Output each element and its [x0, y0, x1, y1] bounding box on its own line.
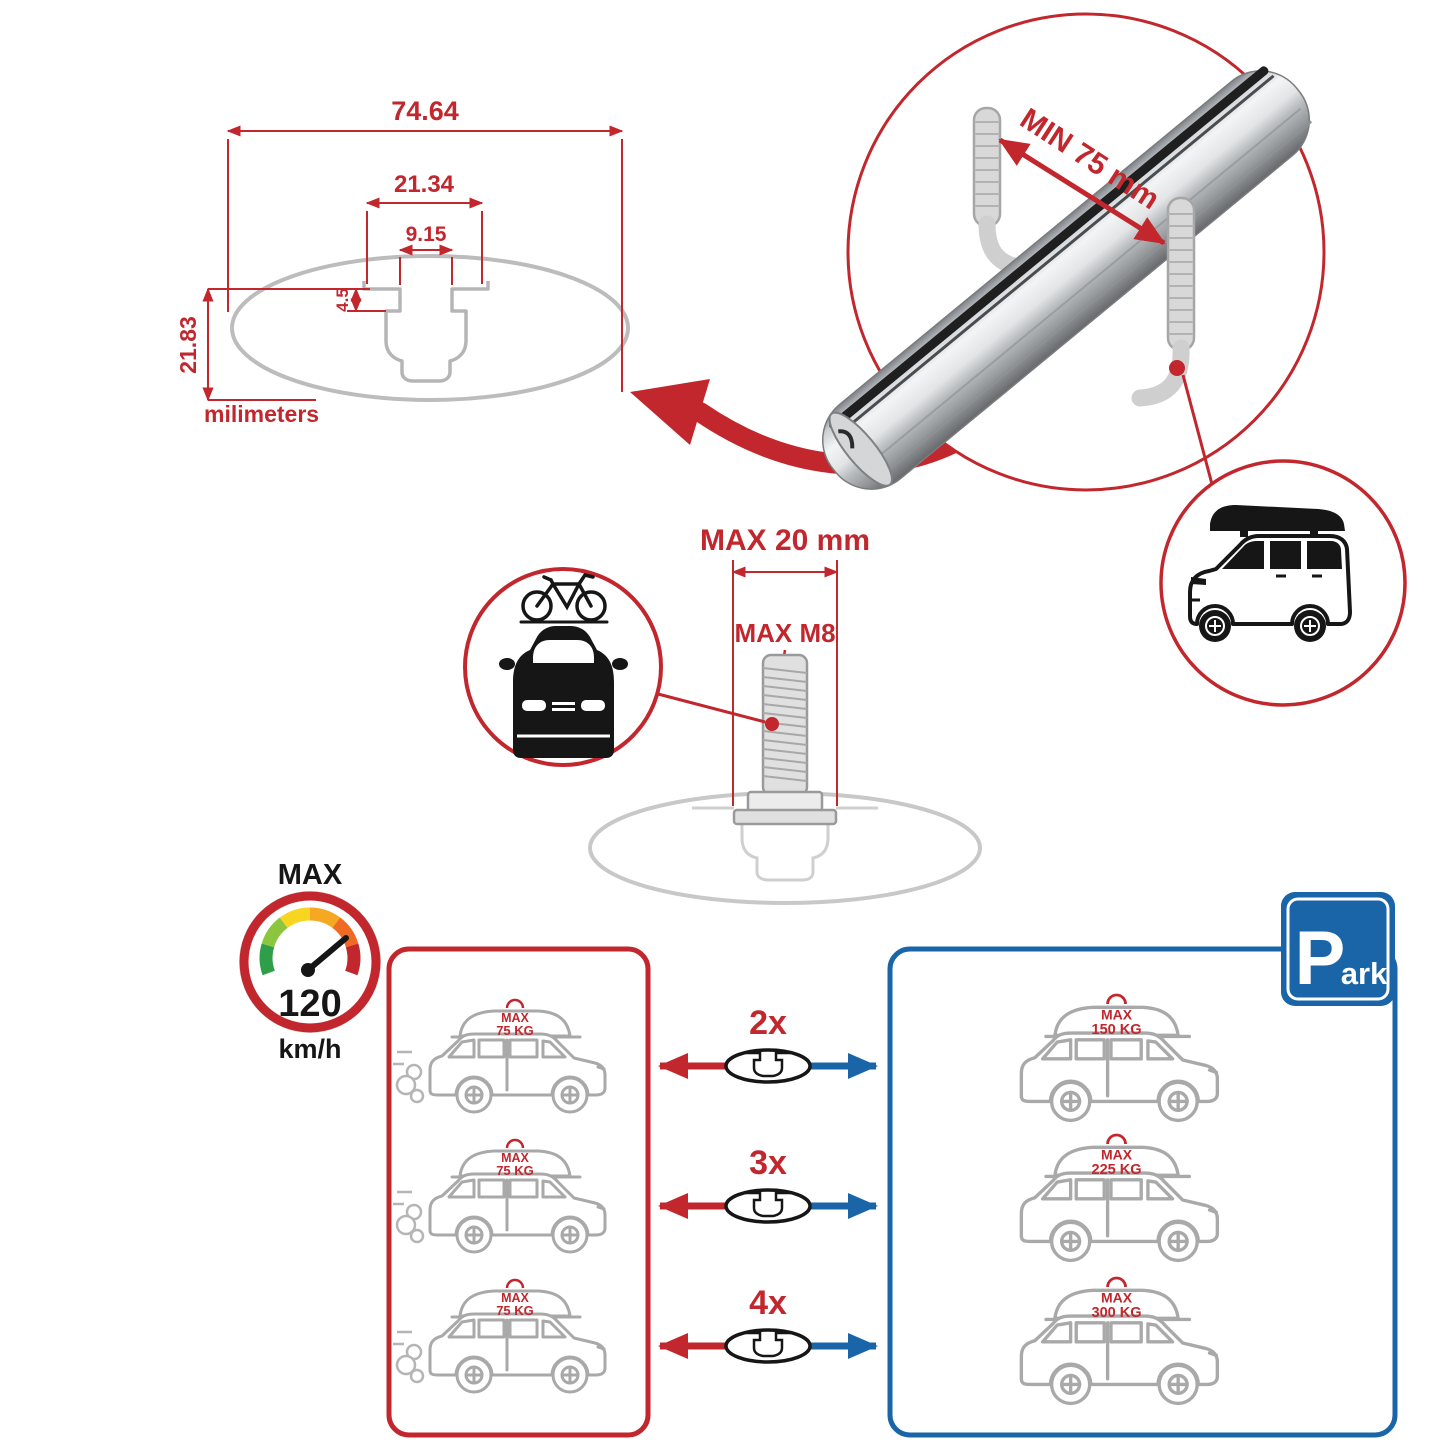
- tag-loop-icon: [505, 1278, 525, 1289]
- units-label: milimeters: [204, 401, 319, 427]
- car-row-parked-1: MAX 150 KG: [1019, 993, 1220, 1123]
- speed-value: 120: [278, 983, 341, 1025]
- clamp-hook-rear-icon: [972, 106, 1035, 277]
- tag-loop-icon: [1106, 1133, 1127, 1145]
- bolt-diagram: MAX 20 mm MAX M8: [588, 524, 982, 905]
- dim-extension-lines: [208, 288, 362, 401]
- bar-closeup: MIN 75 mm: [821, 12, 1326, 492]
- speed-max-label: MAX: [278, 859, 343, 891]
- crossbar-section-slot: [744, 1331, 792, 1358]
- callout-line: [657, 692, 766, 724]
- profile-dimension-diagram: 74.64 21.34 9.15 4.5 21.83 milimeters: [175, 96, 630, 427]
- roof-load-kg: 75 KG: [496, 1023, 534, 1038]
- callout-dot: [765, 717, 779, 731]
- roof-load-max: MAX: [501, 1011, 529, 1025]
- dim-extension-lines: [366, 211, 483, 284]
- tag-loop-icon: [505, 998, 525, 1009]
- roof-load-kg: 150 KG: [1091, 1022, 1141, 1038]
- dim-extension-lines: [732, 560, 838, 806]
- profile-channel: [362, 281, 490, 383]
- park-sign-ark: ark: [1341, 956, 1388, 991]
- dim-extension-lines: [227, 139, 623, 392]
- crossbar-section-icon: [724, 1188, 812, 1224]
- dim-total-height-label: 21.83: [175, 316, 201, 374]
- car-row-parked-3: MAX 300 KG: [1019, 1276, 1220, 1406]
- roof-load-max: MAX: [501, 1291, 529, 1305]
- tag-loop-icon: [1106, 993, 1127, 1005]
- callout-line: [1181, 374, 1215, 489]
- crossbar-section-slot: [744, 1191, 792, 1218]
- crossbar-section-icon: [724, 1048, 812, 1084]
- count-label-3: 4x: [749, 1284, 787, 1322]
- bar-slot-ghost: [740, 824, 830, 882]
- speed-limit-group: MAX 120 km/h: [239, 859, 381, 1064]
- clamp-hook-front-icon: [1131, 196, 1196, 407]
- car-front-icon: [499, 626, 628, 758]
- parked-panel: MAX 150 KG MAX 225 KG MAX 300 KG P ark: [887, 892, 1398, 1438]
- dim-channel-inner-label: 9.15: [406, 223, 447, 246]
- count-label-2: 3x: [749, 1144, 787, 1182]
- dim-extension-lines: [399, 257, 453, 285]
- speed-unit: km/h: [278, 1034, 341, 1064]
- speedometer-icon: 120: [239, 891, 381, 1033]
- car-row-parked-2: MAX 225 KG: [1019, 1133, 1220, 1263]
- moving-panel: MAX 75 KG MAX 75 KG MAX 75 KG: [386, 946, 651, 1438]
- tag-loop-icon: [505, 1138, 525, 1149]
- park-sign-p: P: [1295, 916, 1346, 1001]
- park-sign: P ark: [1281, 892, 1395, 1006]
- crossbar-count-rows: 2x 3x 4x: [658, 1004, 878, 1364]
- car-row-moving-3: MAX 75 KG: [391, 1278, 607, 1394]
- bike-icon: [519, 573, 609, 624]
- roof-load-max: MAX: [1101, 1007, 1133, 1023]
- arrowhead: [630, 379, 710, 445]
- roof-load-max: MAX: [1101, 1290, 1133, 1306]
- dim-channel-outer-label: 21.34: [394, 171, 455, 198]
- roof-load-max: MAX: [1101, 1147, 1133, 1163]
- dim-total-width-label: 74.64: [391, 96, 459, 126]
- roof-load-kg: 75 KG: [496, 1303, 534, 1318]
- crossbar-section-slot: [744, 1051, 792, 1078]
- roof-load-kg: 225 KG: [1091, 1162, 1141, 1178]
- max-thread-label: MAX M8: [734, 618, 835, 648]
- max-width-label: MAX 20 mm: [700, 524, 870, 557]
- tag-loop-icon: [1106, 1276, 1127, 1288]
- min-span-arrow: [998, 137, 1166, 246]
- dim-lip-depth-label: 4.5: [333, 288, 352, 312]
- suv-roofbox-badge: [1159, 459, 1407, 707]
- count-label-1: 2x: [749, 1004, 787, 1042]
- car-row-moving-1: MAX 75 KG: [391, 998, 607, 1114]
- roof-load-kg: 300 KG: [1091, 1305, 1141, 1321]
- callout-dot: [1169, 360, 1185, 376]
- bolt-icon: [732, 653, 838, 826]
- car-bike-badge: [463, 567, 663, 767]
- car-row-moving-2: MAX 75 KG: [391, 1138, 607, 1254]
- roof-load-kg: 75 KG: [496, 1163, 534, 1178]
- crossbar-section-icon: [724, 1328, 812, 1364]
- roof-load-max: MAX: [501, 1151, 529, 1165]
- suv-icon: [1188, 534, 1352, 642]
